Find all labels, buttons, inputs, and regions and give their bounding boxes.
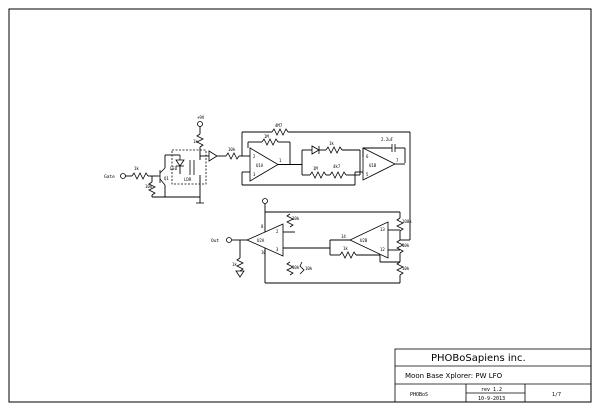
right-resistor-3-label: 10k (402, 266, 410, 271)
q1-label: Q1 (164, 176, 169, 181)
gate-resistor (131, 172, 149, 180)
ldr: LDR (184, 160, 195, 182)
pot-resistor-label: 1M (313, 166, 318, 171)
svg-text:14: 14 (341, 234, 346, 239)
bias-resistor-2-label: 10k (292, 265, 300, 270)
lower-supply-terminal-icon (262, 198, 268, 204)
led-resistor (196, 133, 204, 148)
gate-input[interactable]: Gate (104, 173, 126, 181)
gate-jack-icon (120, 173, 126, 179)
gate-resistor-label: 1k (134, 166, 139, 171)
svg-text:6: 6 (366, 154, 369, 159)
pot-resistor (309, 171, 327, 179)
ldr-label: LDR (184, 177, 192, 182)
svg-text:2: 2 (276, 229, 279, 234)
svg-text:1: 1 (279, 158, 282, 163)
bias-resistor-1-label: 10k (292, 216, 300, 221)
top-feedback-resistor (271, 128, 289, 136)
diode (311, 145, 320, 155)
date: 10-9-2013 (478, 396, 505, 402)
svg-text:2: 2 (253, 154, 256, 159)
vactrol-box (171, 149, 207, 185)
title-block: PHOBoSapiens inc. Moon Base Xplorer: PW … (394, 348, 592, 403)
svg-text:12: 12 (380, 247, 385, 252)
svg-text:10: 10 (261, 250, 266, 255)
right-resistor-3 (396, 261, 404, 276)
led-label: LED (170, 166, 178, 171)
bias-resistor-1 (286, 213, 294, 228)
feedback-resistor (261, 138, 279, 146)
ground-icon (235, 270, 245, 278)
drawing-frame (8, 8, 592, 403)
led-resistor-label: 1k (193, 139, 198, 144)
gate-pulldown-label: 10k (145, 184, 153, 189)
transistor-q1: Q1 (158, 167, 169, 186)
sheet-number: 1/7 (552, 392, 561, 398)
input-resistor-label: 10k (228, 147, 236, 152)
u2a-label: U2A (257, 238, 265, 243)
u1a-label: U1A (256, 163, 264, 168)
cap-label: 2.2uF (381, 137, 394, 142)
svg-text:5: 5 (366, 172, 369, 177)
u1b-label: U1B (369, 163, 377, 168)
gate-label: Gate (104, 174, 115, 180)
right-resistor-1-label: 100k (402, 219, 412, 224)
right-resistor-1 (396, 217, 404, 232)
company-name: PHOBoSapiens inc. (431, 353, 526, 364)
u2b-label: U2B (360, 238, 368, 243)
mid-resistor-label: 1k (343, 246, 348, 251)
output-resistor (236, 257, 244, 272)
revision: rev 1.2 (481, 387, 502, 393)
right-resistor-2-label: 10k (402, 243, 410, 248)
opamp-u1b: 6 5 U1B 7 (362, 147, 399, 181)
bias-resistor-2 (286, 261, 294, 276)
output-resistor-label: 1k (232, 262, 237, 267)
out-label[interactable]: Out (211, 238, 219, 244)
bottom-resistor (299, 261, 305, 275)
diode-resistor-label: 1k (329, 141, 334, 146)
bottom-resistor-label: 10k (305, 266, 313, 271)
rate-resistor-label: 4k7 (333, 164, 341, 169)
right-resistor-2 (396, 239, 404, 254)
gate-pulldown-resistor (148, 181, 156, 196)
project-name: Moon Base Xplorer: PW LFO (405, 372, 503, 380)
opamp-u2b: 13 12 U2B 14 (341, 221, 389, 259)
schematic-circuit: Gate 1k 10k Q1 LED (104, 115, 412, 284)
opamp-u1a: 2 3 U1A 1 (249, 147, 282, 182)
buffer-symbol (208, 150, 218, 162)
rate-resistor (329, 171, 347, 179)
feedback-resistor-label: 1M (264, 134, 269, 139)
led: LED (165, 154, 185, 174)
out-jack-icon (226, 237, 232, 243)
diode-resistor (325, 146, 343, 154)
svg-text:13: 13 (380, 227, 385, 232)
input-resistor (225, 152, 240, 160)
svg-text:3: 3 (253, 172, 256, 177)
svg-text:8: 8 (261, 224, 264, 229)
top-feedback-label: 4M7 (275, 123, 283, 128)
supply-terminal-icon (197, 121, 203, 127)
svg-text:7: 7 (396, 158, 399, 163)
svg-text:3: 3 (276, 247, 279, 252)
author: PHOBoS (410, 392, 428, 398)
supply-label: +9V (197, 115, 205, 120)
mid-resistor (339, 251, 357, 259)
